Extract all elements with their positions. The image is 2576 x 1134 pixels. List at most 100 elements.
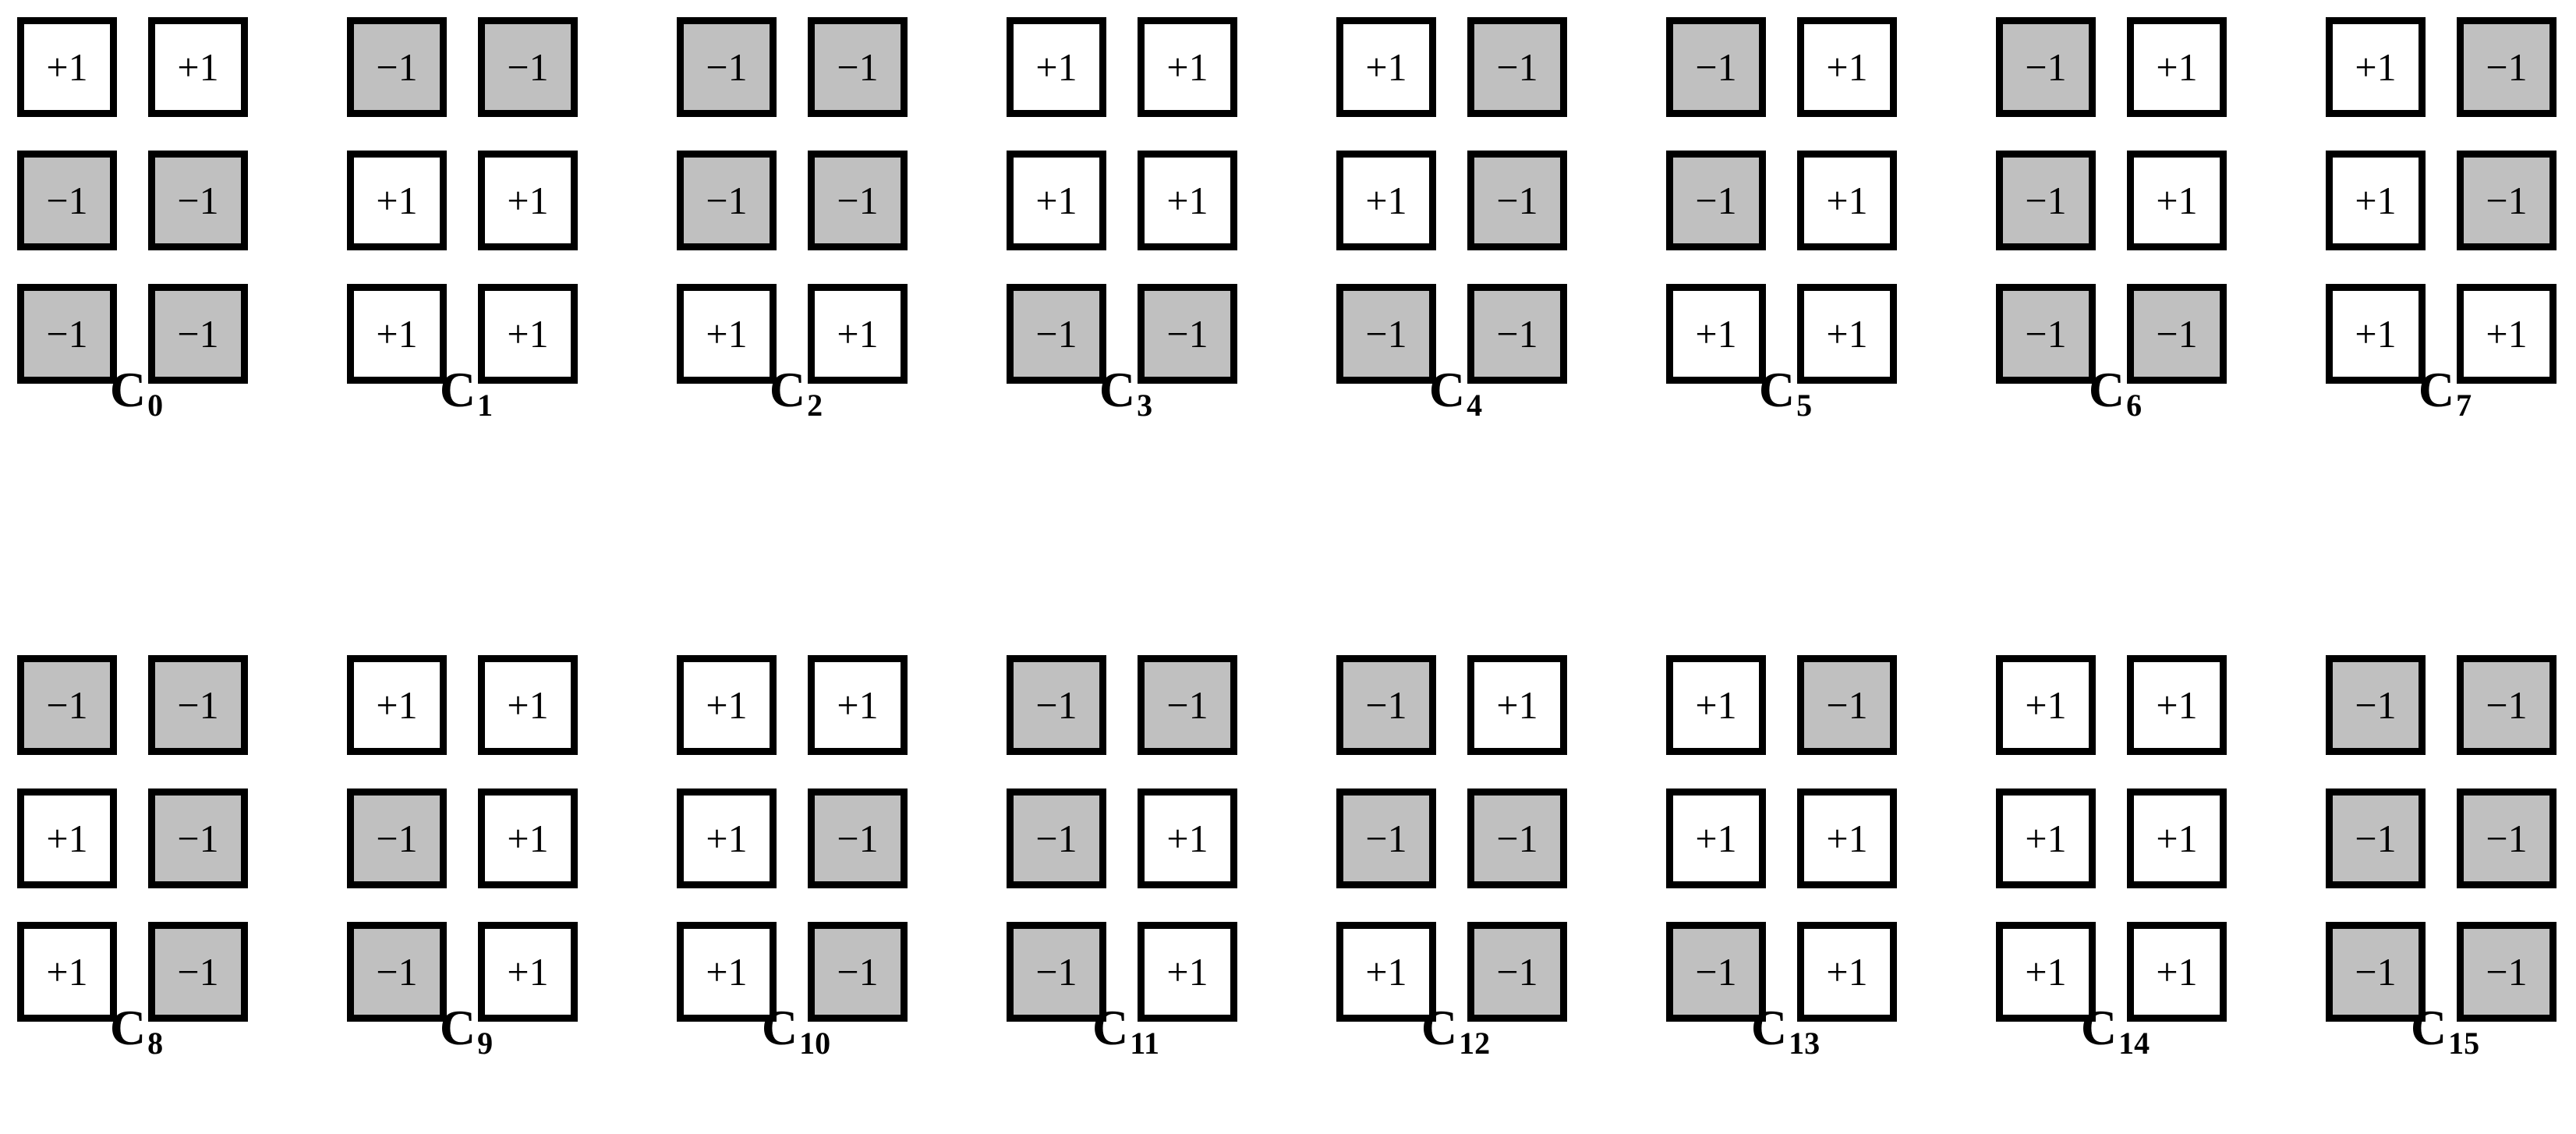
grid-cell: +1 bbox=[1666, 655, 1766, 755]
grid-cell: −1 bbox=[347, 922, 447, 1022]
grid-cell: +1 bbox=[17, 922, 117, 1022]
pattern-label-letter: C bbox=[2080, 1000, 2118, 1055]
grid-cell: +1 bbox=[1138, 788, 1237, 888]
grid-cell: −1 bbox=[17, 655, 117, 755]
pattern-label: C11 bbox=[1007, 1000, 1245, 1059]
grid-cell: +1 bbox=[1467, 655, 1567, 755]
grid-cell: +1 bbox=[1336, 151, 1436, 250]
pattern-label-index: 5 bbox=[1796, 388, 1813, 423]
pattern-label-letter: C bbox=[1092, 1000, 1129, 1055]
grid-cell: −1 bbox=[347, 788, 447, 888]
grid-cell: −1 bbox=[2457, 655, 2557, 755]
grid-cell: −1 bbox=[2457, 788, 2557, 888]
grid-cell: −1 bbox=[1666, 17, 1766, 117]
grid-cell: −1 bbox=[2326, 922, 2426, 1022]
pattern-label-letter: C bbox=[1758, 362, 1796, 417]
grid-cell: −1 bbox=[1467, 151, 1567, 250]
pattern-label: C2 bbox=[677, 362, 915, 421]
pattern-label: C1 bbox=[347, 365, 586, 421]
pattern-label: C4 bbox=[1336, 362, 1575, 421]
grid-cell: −1 bbox=[1138, 655, 1237, 755]
pattern-label-letter: C bbox=[109, 362, 147, 417]
pattern-label: C8 bbox=[17, 1003, 256, 1059]
pattern-label-letter: C bbox=[769, 362, 806, 417]
pattern-label-index: 7 bbox=[2456, 388, 2472, 423]
grid-cell: −1 bbox=[808, 922, 908, 1022]
grid-cell: +1 bbox=[2457, 284, 2557, 384]
pattern-label-index: 2 bbox=[807, 388, 823, 423]
grid-cell: +1 bbox=[2127, 151, 2227, 250]
pattern-label-index: 11 bbox=[1130, 1026, 1159, 1061]
pattern-label-index: 15 bbox=[2448, 1026, 2480, 1061]
grid-cell: −1 bbox=[2127, 284, 2227, 384]
pattern-label: C3 bbox=[1007, 362, 1245, 421]
pattern-label-letter: C bbox=[2088, 362, 2125, 417]
pattern-label-letter: C bbox=[1428, 362, 1466, 417]
grid-cell: +1 bbox=[17, 17, 117, 117]
grid-cell: −1 bbox=[2457, 151, 2557, 250]
pattern-label-index: 4 bbox=[1467, 388, 1483, 423]
grid-cell: +1 bbox=[2127, 655, 2227, 755]
pattern-label: C12 bbox=[1336, 1003, 1575, 1059]
pattern-label-index: 13 bbox=[1789, 1026, 1821, 1061]
grid-cell: −1 bbox=[1996, 17, 2096, 117]
grid-cell: +1 bbox=[478, 922, 578, 1022]
grid-cell: −1 bbox=[1996, 284, 2096, 384]
grid-cell: +1 bbox=[478, 284, 578, 384]
grid-cell: +1 bbox=[1336, 922, 1436, 1022]
pattern-label-letter: C bbox=[1099, 362, 1136, 417]
grid-cell: +1 bbox=[1336, 17, 1436, 117]
grid-cell: +1 bbox=[1797, 922, 1897, 1022]
grid-cell: −1 bbox=[677, 151, 777, 250]
grid-cell: +1 bbox=[1007, 17, 1106, 117]
pattern-label-letter: C bbox=[2418, 362, 2455, 417]
pattern-label: C6 bbox=[1996, 362, 2235, 421]
grid-cell: −1 bbox=[1467, 922, 1567, 1022]
grid-cell: +1 bbox=[808, 284, 908, 384]
pattern-label-index: 14 bbox=[2118, 1026, 2150, 1061]
grid-cell: −1 bbox=[148, 655, 248, 755]
pattern-label-index: 3 bbox=[1137, 388, 1153, 423]
pattern-label: C10 bbox=[677, 1003, 915, 1059]
grid-cell: +1 bbox=[1797, 788, 1897, 888]
grid-cell: −1 bbox=[2326, 788, 2426, 888]
grid-cell: −1 bbox=[478, 17, 578, 117]
pattern-label: C9 bbox=[347, 1003, 586, 1059]
pattern-label: C5 bbox=[1666, 362, 1905, 421]
grid-cell: −1 bbox=[1666, 151, 1766, 250]
grid-cell: +1 bbox=[677, 655, 777, 755]
grid-cell: −1 bbox=[1007, 655, 1106, 755]
grid-cell: +1 bbox=[1666, 788, 1766, 888]
grid-cell: +1 bbox=[347, 655, 447, 755]
grid-cell: +1 bbox=[1996, 788, 2096, 888]
grid-cell: +1 bbox=[1138, 151, 1237, 250]
grid-cell: +1 bbox=[1996, 922, 2096, 1022]
grid-cell: −1 bbox=[2457, 922, 2557, 1022]
grid-cell: −1 bbox=[2457, 17, 2557, 117]
grid-cell: +1 bbox=[2326, 17, 2426, 117]
grid-cell: −1 bbox=[17, 151, 117, 250]
grid-cell: +1 bbox=[1138, 17, 1237, 117]
grid-cell: −1 bbox=[1007, 922, 1106, 1022]
grid-cell: −1 bbox=[677, 17, 777, 117]
pattern-label: C14 bbox=[1996, 1000, 2235, 1059]
pattern-label: C13 bbox=[1666, 1003, 1905, 1059]
pattern-label-letter: C bbox=[2410, 1000, 2447, 1055]
grid-cell: −1 bbox=[1467, 788, 1567, 888]
pattern-label-index: 10 bbox=[799, 1026, 831, 1061]
grid-cell: −1 bbox=[808, 151, 908, 250]
pattern-label-index: 9 bbox=[477, 1026, 494, 1061]
grid-cell: +1 bbox=[478, 151, 578, 250]
pattern-label-index: 6 bbox=[2126, 388, 2143, 423]
grid-cell: −1 bbox=[1336, 284, 1436, 384]
